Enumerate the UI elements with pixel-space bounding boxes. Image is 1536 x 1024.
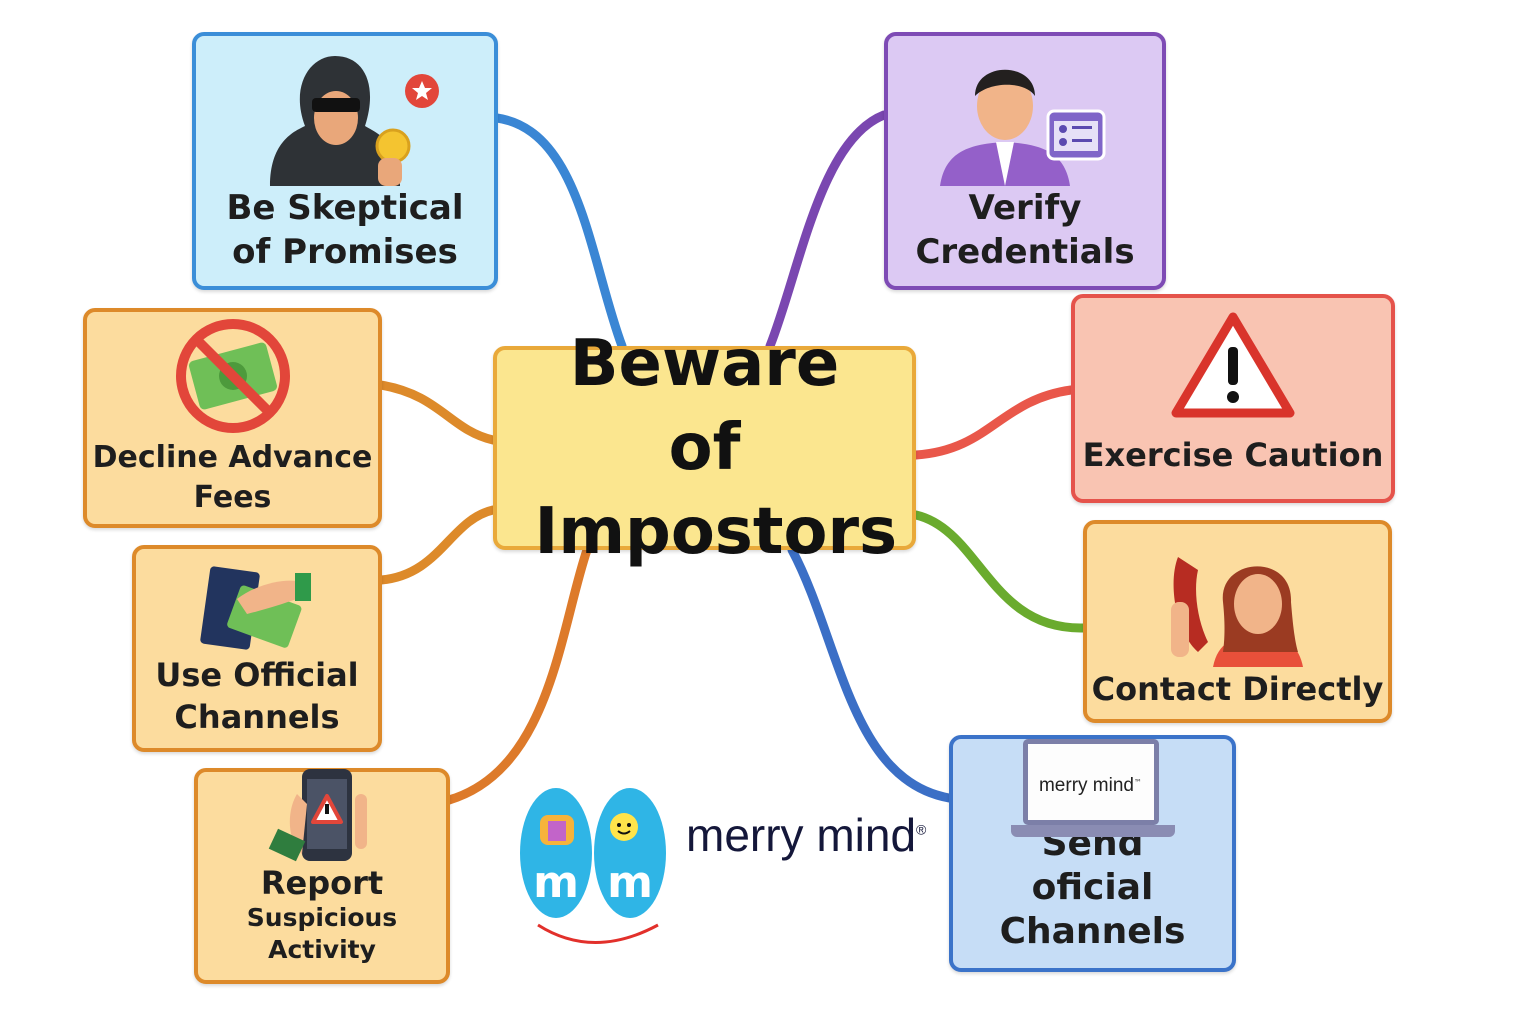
no-money-icon: [175, 319, 290, 433]
person-id-badge-icon: [940, 69, 1106, 186]
node-be-skeptical[interactable]: Be Skeptical of Promises: [192, 32, 498, 290]
node-exercise-caution[interactable]: Exercise Caution: [1071, 294, 1395, 503]
node-label: Send oficial Channels: [999, 823, 1186, 952]
link-caution: [911, 385, 1076, 460]
node-label: Verify Credentials: [915, 188, 1135, 272]
registered-mark: ®: [916, 821, 927, 838]
node-label: Be Skeptical of Promises: [226, 188, 464, 272]
link-send: [787, 545, 954, 803]
node-official-channels[interactable]: Use Official Channels: [132, 545, 382, 752]
link-verify: [765, 110, 889, 351]
phone-alert-icon: [268, 769, 367, 862]
merry-mind-logo: m m: [520, 788, 666, 944]
link-decline: [376, 380, 498, 445]
link-report: [444, 545, 592, 805]
central-topic-title: Beware of Impostors: [534, 327, 898, 569]
node-report-activity[interactable]: Report Suspicious Activity: [194, 768, 450, 984]
node-label: Decline Advance Fees: [92, 440, 373, 515]
node-verify-credentials[interactable]: Verify Credentials: [884, 32, 1166, 290]
brand-name: merry mind®: [686, 809, 927, 861]
node-label: Exercise Caution: [1082, 436, 1384, 474]
node-title: Report: [260, 864, 384, 902]
laptop-screen-brand: merry mind: [1038, 775, 1134, 796]
link-official: [376, 505, 498, 585]
phone-call-icon: [1170, 557, 1303, 667]
warning-icon: [1171, 312, 1295, 418]
hooded-scammer-icon: [270, 56, 439, 186]
central-topic[interactable]: Beware of Impostors: [493, 327, 916, 569]
hand-money-icon: [200, 566, 311, 650]
svg-text:m: m: [607, 857, 653, 908]
link-skeptical: [492, 113, 627, 351]
svg-text:m: m: [533, 857, 579, 908]
node-label: Use Official Channels: [155, 656, 359, 736]
link-contact: [911, 510, 1088, 633]
node-contact-directly[interactable]: Contact Directly: [1083, 520, 1392, 723]
node-label: Contact Directly: [1091, 670, 1384, 708]
node-decline-fees[interactable]: Decline Advance Fees: [83, 308, 382, 528]
node-subtitle: Suspicious Activity: [246, 903, 398, 964]
